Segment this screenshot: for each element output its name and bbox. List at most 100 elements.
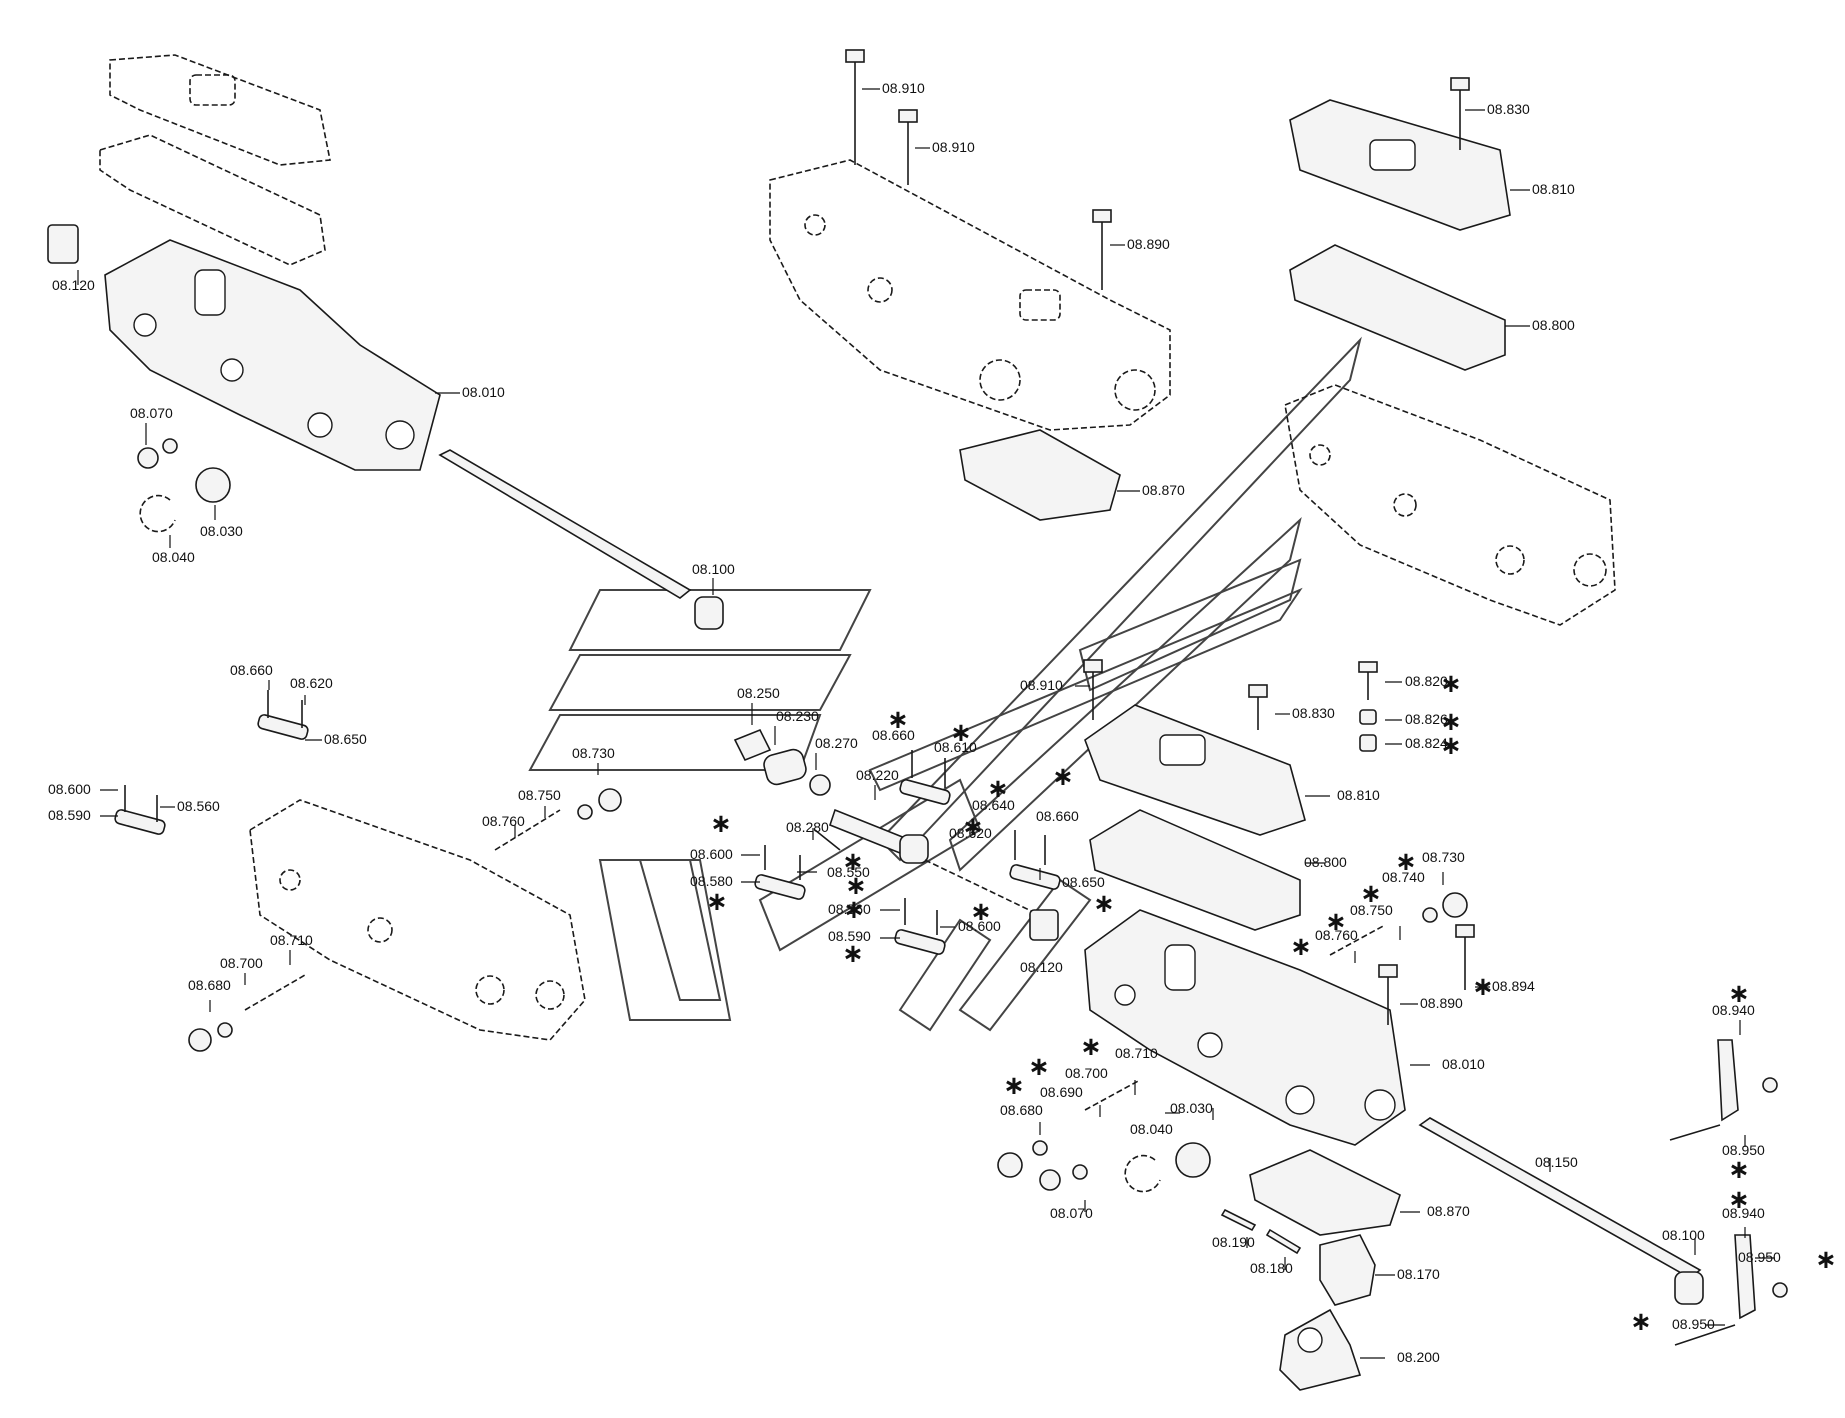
middle-lever-plates xyxy=(754,750,1061,955)
part-label-08-650: 08.650 xyxy=(1062,874,1105,890)
part-label-08-070: 08.070 xyxy=(130,405,173,421)
part-label-08-824: 08.824 xyxy=(1405,735,1448,751)
asterisk-marker: ∗ xyxy=(1052,762,1074,792)
asterisk-marker: ∗ xyxy=(843,895,865,925)
part-label-08-660: 08.660 xyxy=(872,727,915,743)
top-right-cover xyxy=(1289,99,1511,231)
part-label-08-600: 08.600 xyxy=(48,781,91,797)
asterisk-marker: ∗ xyxy=(1028,1052,1050,1082)
top-left-cover xyxy=(109,54,331,166)
part-label-08-810: 08.810 xyxy=(1337,787,1380,803)
part-label-08-700: 08.700 xyxy=(1065,1065,1108,1081)
right-levers xyxy=(1669,1039,1788,1346)
top-left-plug xyxy=(137,438,178,469)
part-label-08-190: 08.190 xyxy=(1212,1234,1255,1250)
asterisk-marker: ∗ xyxy=(842,847,864,877)
part-label-08-910: 08.910 xyxy=(1020,677,1063,693)
part-label-08-230: 08.230 xyxy=(776,708,819,724)
part-label-08-950: 08.950 xyxy=(1722,1142,1765,1158)
middle-left-plates xyxy=(114,690,309,835)
top-right-bolt xyxy=(1450,77,1470,150)
middle-shaft-parts xyxy=(733,728,1059,941)
part-label-08-170: 08.170 xyxy=(1397,1266,1440,1282)
top-middle-bolts xyxy=(845,49,1112,290)
right-middle-housing xyxy=(1084,909,1406,1146)
part-label-08-890: 08.890 xyxy=(1420,995,1463,1011)
part-label-08-760: 08.760 xyxy=(482,813,525,829)
part-label-08-940: 08.940 xyxy=(1722,1205,1765,1221)
asterisk-marker: ∗ xyxy=(970,897,992,927)
right-middle-bolts xyxy=(1083,659,1378,752)
part-label-08-650: 08.650 xyxy=(324,731,367,747)
part-label-08-810: 08.810 xyxy=(1532,181,1575,197)
asterisk-marker: ∗ xyxy=(950,718,972,748)
asterisk-marker: ∗ xyxy=(1080,1032,1102,1062)
asterisk-marker: ∗ xyxy=(1325,907,1347,937)
asterisk-marker: ∗ xyxy=(1728,1185,1750,1215)
asterisk-marker: ∗ xyxy=(1440,669,1462,699)
asterisk-marker: ∗ xyxy=(706,887,728,917)
top-middle-gasket xyxy=(959,429,1121,521)
part-label-08-830: 08.830 xyxy=(1292,705,1335,721)
top-left-gear xyxy=(47,224,79,264)
part-label-08-100: 08.100 xyxy=(692,561,735,577)
part-label-08-910: 08.910 xyxy=(882,80,925,96)
part-label-08-560: 08.560 xyxy=(177,798,220,814)
part-label-08-950: 08.950 xyxy=(1672,1316,1715,1332)
part-label-08-070: 08.070 xyxy=(1050,1205,1093,1221)
top-left-gasket xyxy=(99,134,326,266)
right-middle-lower-gasket xyxy=(1249,1149,1401,1236)
part-label-08-870: 08.870 xyxy=(1142,482,1185,498)
part-label-08-800: 08.800 xyxy=(1532,317,1575,333)
asterisk-marker: ∗ xyxy=(845,871,867,901)
top-right-housing xyxy=(1284,384,1616,626)
part-label-08-750: 08.750 xyxy=(1350,902,1393,918)
part-label-08-660: 08.660 xyxy=(1036,808,1079,824)
asterisk-marker: ∗ xyxy=(1003,1071,1025,1101)
asterisk-marker: ∗ xyxy=(1360,879,1382,909)
part-label-08-010: 08.010 xyxy=(1442,1056,1485,1072)
asterisk-marker: ∗ xyxy=(1290,932,1312,962)
part-label-08-910: 08.910 xyxy=(932,139,975,155)
part-label-08-280: 08.280 xyxy=(786,819,829,835)
right-middle-bolts-lower xyxy=(1378,924,1475,1025)
right-middle-pins xyxy=(1220,1208,1302,1255)
part-label-08-690: 08.690 xyxy=(1040,1084,1083,1100)
part-label-08-620: 08.620 xyxy=(290,675,333,691)
part-label-08-580: 08.580 xyxy=(690,873,733,889)
asterisk-marker: ∗ xyxy=(1440,707,1462,737)
part-label-08-826: 08.826 xyxy=(1405,711,1448,727)
part-label-08-940: 08.940 xyxy=(1712,1002,1755,1018)
part-label-08-590: 08.590 xyxy=(828,928,871,944)
part-label-08-270: 08.270 xyxy=(815,735,858,751)
part-label-08-710: 08.710 xyxy=(1115,1045,1158,1061)
selector-block xyxy=(1279,1234,1376,1391)
part-label-08-180: 08.180 xyxy=(1250,1260,1293,1276)
asterisk-marker: ∗ xyxy=(1093,889,1115,919)
part-label-08-700: 08.700 xyxy=(220,955,263,971)
top-left-shaft xyxy=(438,449,724,630)
part-label-08-760: 08.760 xyxy=(1315,927,1358,943)
middle-left-spring-plug xyxy=(188,788,622,1052)
right-middle-springs xyxy=(997,892,1468,1191)
part-label-08-740: 08.740 xyxy=(1382,869,1425,885)
part-label-08-830: 08.830 xyxy=(1487,101,1530,117)
part-label-08-800: 08.800 xyxy=(1304,854,1347,870)
right-middle-gasket xyxy=(1089,809,1301,931)
part-label-08-660: 08.660 xyxy=(230,662,273,678)
top-left-housing xyxy=(104,239,441,471)
part-label-08-250: 08.250 xyxy=(737,685,780,701)
part-label-08-750: 08.750 xyxy=(518,787,561,803)
middle-left-housing xyxy=(249,799,586,1041)
asterisk-marker: ∗ xyxy=(887,705,909,735)
part-label-08-950: 08.950 xyxy=(1738,1249,1781,1265)
part-label-08-010: 08.010 xyxy=(462,384,505,400)
part-label-08-600: 08.600 xyxy=(690,846,733,862)
asterisk-marker: ∗ xyxy=(1630,1307,1652,1337)
asterisk-marker: ∗ xyxy=(710,809,732,839)
part-label-08-120: 08.120 xyxy=(1020,959,1063,975)
part-label-08-600: 08.600 xyxy=(958,918,1001,934)
leader-lines xyxy=(77,88,1775,1359)
part-label-08-620: 08.620 xyxy=(949,825,992,841)
